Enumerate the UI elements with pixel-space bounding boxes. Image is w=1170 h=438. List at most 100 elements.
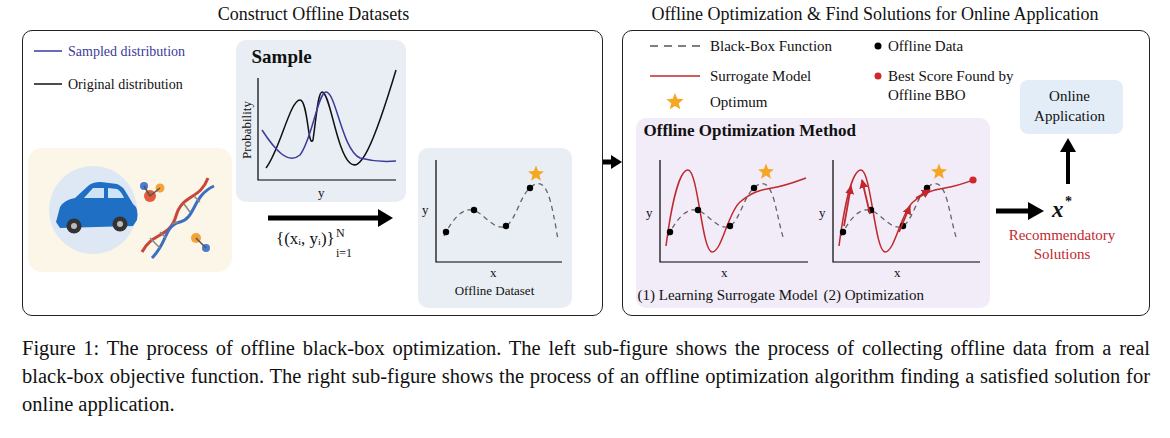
application-illustration: [144, 186, 150, 196]
application-illustration: [152, 186, 214, 258]
panel-title: Offline Optimization & Find Solutions fo…: [651, 3, 1098, 25]
legend-text: Optimum: [710, 93, 768, 111]
solution-arrow: [996, 202, 1044, 220]
optimum-star: [528, 165, 544, 180]
panel-title: Construct Offline Datasets: [218, 3, 410, 25]
data-point: [526, 184, 532, 190]
plot-axes: [660, 160, 808, 262]
solution-note: Recommendatory Solutions: [998, 226, 1126, 264]
optimum-star: [528, 165, 544, 180]
sampling-arrow: [268, 209, 393, 227]
text-slot: x: [721, 263, 728, 281]
data-point: [442, 228, 448, 234]
application-illustration: [150, 188, 160, 196]
sampling-arrow: [378, 209, 393, 227]
text-slot: Recommendatory Solutions: [998, 226, 1126, 264]
legend-sample: [34, 83, 62, 85]
sampled-curve: [262, 92, 396, 162]
solution-arrow: [1028, 202, 1044, 220]
text-slot: N: [336, 223, 345, 241]
application-illustration: [184, 204, 190, 212]
text-slot: x: [490, 263, 497, 281]
text-slot: *: [1065, 192, 1072, 210]
text-slot: x: [1052, 196, 1064, 224]
application-illustration: [117, 221, 123, 227]
connector-arrow: [603, 155, 622, 169]
text-slot: (2) Optimization: [824, 286, 924, 304]
box-title: Sample: [252, 45, 312, 68]
solution-symbol: x: [1052, 196, 1064, 224]
dataset-box: Offline Dataset: [418, 148, 572, 308]
text-slot: Offline Optimization Method: [644, 121, 856, 141]
text-slot: i=1: [336, 243, 352, 261]
text-slot: Best Score Found by Offline BBO: [888, 67, 1016, 105]
original-curve: [266, 70, 396, 168]
deploy-arrow: [1060, 138, 1076, 184]
legend-sample: [34, 50, 62, 52]
plot-axes: [660, 160, 980, 262]
black-box-curve: [444, 183, 558, 239]
text-slot: Original distribution: [68, 75, 183, 93]
text-slot: Surrogate Model: [710, 67, 811, 85]
application-illustration: [172, 222, 178, 224]
text-slot: Offline Dataset: [418, 281, 572, 299]
legend-text: Best Score Found by Offline BBO: [888, 67, 1016, 105]
application-illustration: [196, 238, 206, 248]
optimum-star: [931, 163, 947, 178]
data-point: [442, 184, 532, 234]
data-point: [726, 222, 732, 228]
surrogate-curve: [839, 170, 976, 252]
text-slot: Online Application: [1020, 86, 1120, 126]
legend-text: Surrogate Model: [710, 67, 811, 85]
text-slot: y: [422, 200, 429, 218]
legend-sample: [874, 42, 881, 49]
gradient-arrow: [844, 180, 930, 232]
legend-text: Offline Data: [888, 37, 963, 55]
plot-axes: [833, 160, 980, 262]
black-box-curve: [444, 183, 558, 239]
method-plots: [636, 118, 990, 308]
text-slot: y: [819, 203, 826, 221]
black-box-curve: [668, 183, 957, 239]
box-label: Offline Dataset: [455, 283, 535, 299]
deploy-arrow: [1060, 138, 1076, 152]
data-point: [470, 206, 476, 212]
text-slot: Sample: [252, 45, 312, 68]
plot-axes: [436, 160, 562, 262]
application-illustration: [49, 166, 137, 254]
text-slot: Offline Optimization & Find Solutions fo…: [583, 3, 1167, 25]
axis-label: x: [894, 265, 901, 281]
plot-caption: (1) Learning Surrogate Model: [638, 286, 818, 304]
legend-text: Original distribution: [68, 76, 183, 93]
data-point: [694, 206, 700, 212]
solution-arrow: [996, 208, 1030, 213]
application-illustration: [194, 196, 200, 202]
application-illustration: [71, 223, 77, 229]
data-point: [666, 184, 929, 234]
surrogate-curve: [666, 170, 976, 252]
legend-text: Black-Box Function: [710, 37, 832, 55]
connector-arrow: [611, 155, 622, 169]
legend-sample: [34, 51, 62, 84]
text-slot: y: [318, 183, 325, 201]
optimum-star: [758, 163, 774, 178]
math-superscript: N: [336, 226, 345, 240]
original-curve: [266, 70, 396, 168]
gradient-arrow: [916, 190, 930, 198]
legend-sample: [666, 92, 683, 108]
axis-label: y: [646, 205, 653, 221]
axis-label: x: [490, 265, 497, 281]
figure-caption: Figure 1: The process of offline black-b…: [22, 334, 1150, 418]
plot-axes: [258, 78, 396, 180]
text-slot: Sampled distribution: [68, 42, 185, 60]
application-illustration: [28, 148, 232, 272]
application-box: Online Application: [1020, 80, 1123, 134]
box-title: Offline Optimization Method: [644, 121, 856, 141]
text-slot: x: [894, 263, 901, 281]
legend-sample: [650, 75, 700, 77]
black-box-curve: [841, 183, 957, 239]
deploy-arrow: [1066, 150, 1070, 184]
text-slot: Construct Offline Datasets: [23, 3, 604, 25]
sampled-curve: [262, 92, 396, 162]
data-point: [839, 228, 845, 234]
